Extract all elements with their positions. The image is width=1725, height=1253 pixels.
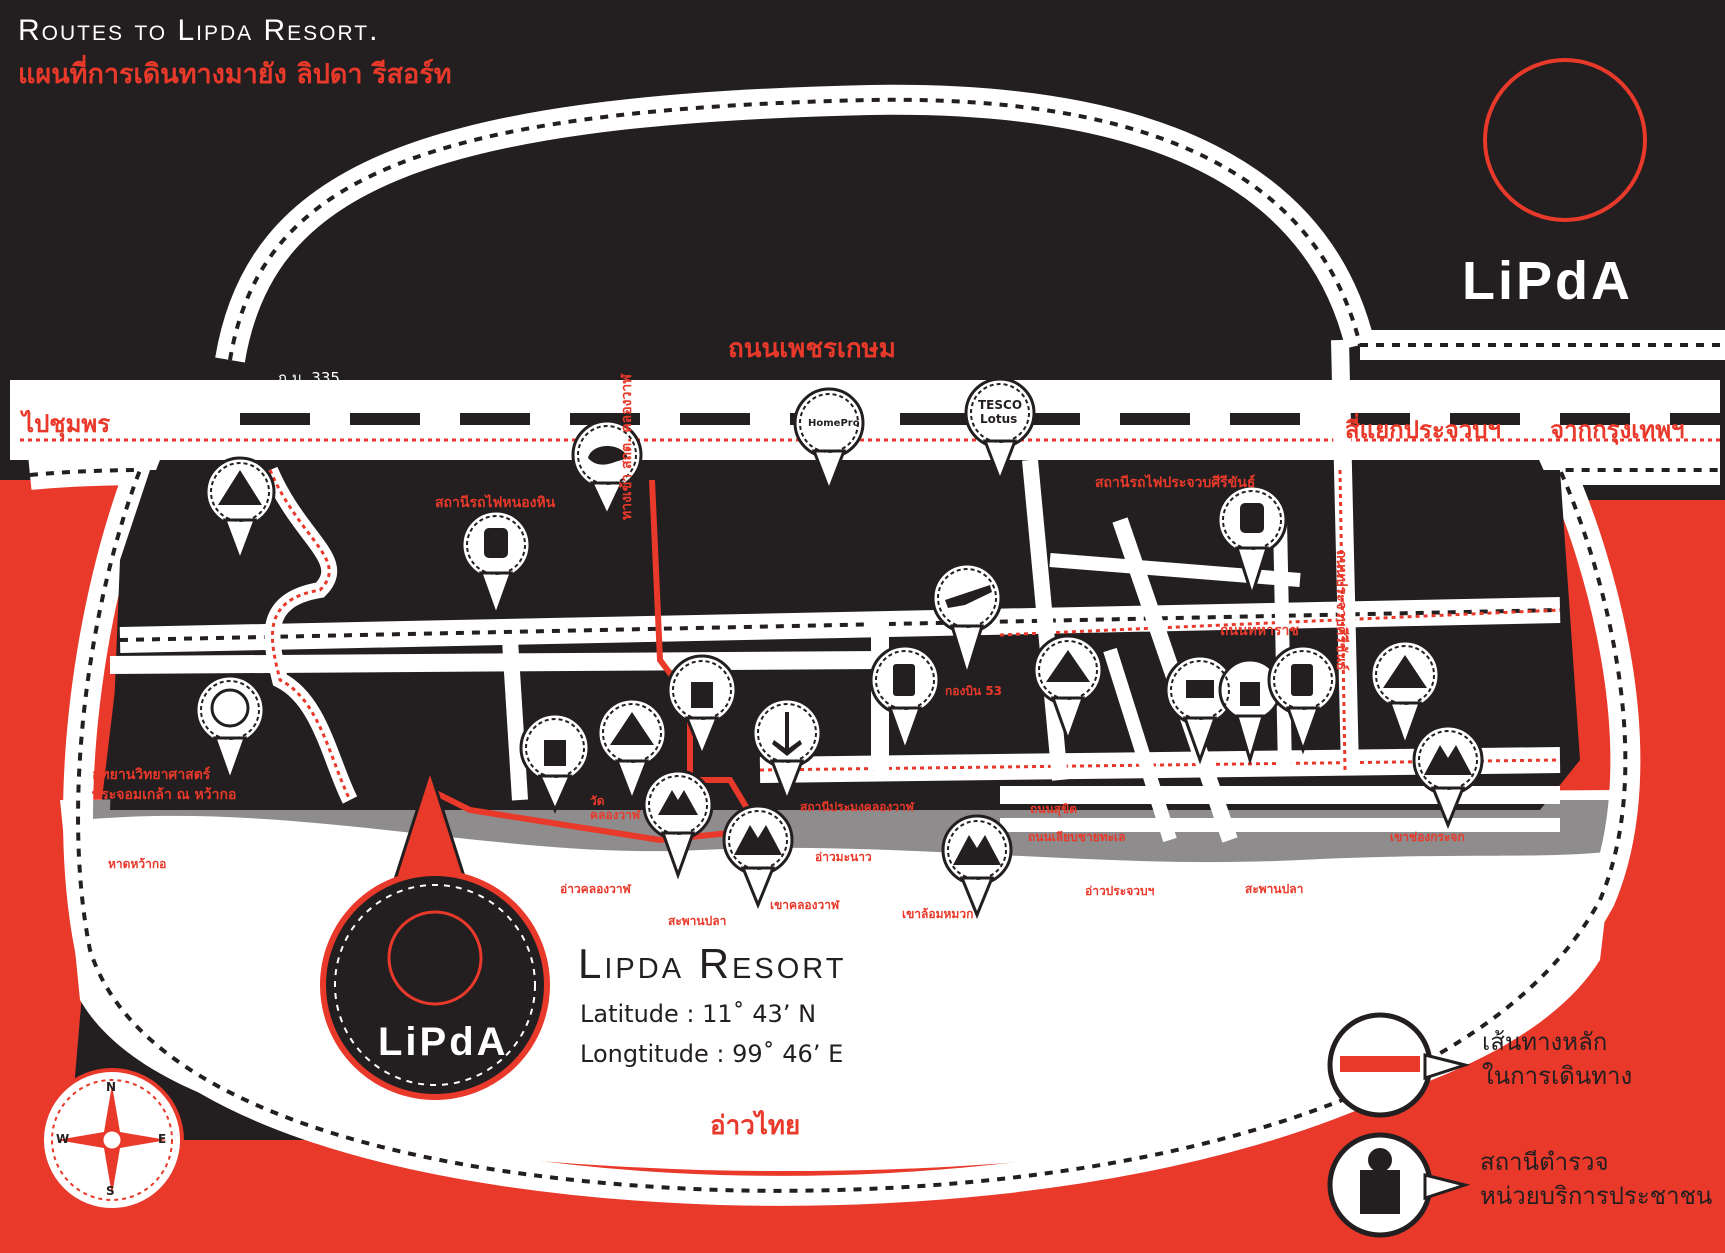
road-km335: ก.ม. 335 — [278, 369, 340, 387]
compass-s: S — [106, 1184, 115, 1198]
compass-w: W — [56, 1132, 70, 1146]
resort-latitude: Latitude : 11˚ 43’ N — [580, 1000, 817, 1028]
place-prachuap-bay: อ่าวประจวบฯ — [1085, 884, 1155, 898]
place-klongwan-bay: อ่าวคลองวาฬ — [560, 882, 631, 896]
police-icon — [1368, 1148, 1392, 1172]
road-suksit: ถนนสุขิต — [1030, 802, 1077, 816]
brand-logo: LiPdA — [1462, 251, 1633, 311]
main-route — [428, 479, 766, 844]
temple-icon — [218, 470, 262, 505]
compass — [40, 1068, 184, 1212]
temple-icon — [1046, 650, 1090, 682]
place-fish-pier: สะพานปลา — [668, 914, 727, 928]
place-fishery-station: สถานีประมงคลองวาฬ — [800, 800, 914, 814]
road-to-chumphon: ไปชุมพร — [22, 410, 111, 438]
place-chongkrachok-hill: เขาช่องกระจก — [1390, 830, 1465, 844]
place-wat-klongwan-2: คลองวาฬ — [590, 808, 641, 822]
place-science-park-2: พระจอมเกล้า ณ หว้ากอ — [92, 787, 237, 803]
police-icon — [1360, 1170, 1400, 1214]
legend-main-route-line1: เส้นทางหลัก — [1482, 1028, 1608, 1056]
road-prachuap-junction: สี่แยกประจวบฯ — [1345, 416, 1501, 444]
police-icon — [1240, 682, 1260, 706]
police-icon — [691, 682, 713, 708]
legend-police — [1327, 1132, 1471, 1238]
resort-logo: LiPdA — [378, 1020, 509, 1064]
resort-longitude: Longtitude : 99˚ 46’ E — [580, 1040, 844, 1068]
mountain-icon — [953, 835, 1001, 865]
homepro-label: HomePro — [808, 418, 860, 429]
gas-pump-icon — [1291, 664, 1313, 696]
page-subtitle: แผนที่การเดินทางมายัง ลิปดา รีสอร์ท — [18, 59, 452, 90]
anchor-icon — [772, 712, 802, 756]
place-manao-bay: อ่าวมะนาว — [815, 850, 872, 864]
train-icon — [484, 528, 508, 558]
legend-police-line2: หน่วยบริการประชาชน — [1480, 1182, 1713, 1210]
logo-circle — [1483, 58, 1647, 222]
money-icon — [1186, 680, 1214, 698]
place-gulf-of-thailand: อ่าวไทย — [710, 1111, 801, 1141]
temple-icon — [1383, 655, 1427, 688]
temple-icon — [610, 712, 654, 745]
resort-name: Lipda Resort — [578, 940, 847, 987]
airplane-icon — [945, 585, 992, 608]
place-wakor-beach: หาดหว้ากอ — [108, 857, 167, 871]
place-fish-pier-2: สะพานปลา — [1245, 882, 1304, 896]
tesco-label: TESCO — [978, 398, 1023, 412]
place-wat-klongwan-1: วัด — [590, 794, 605, 808]
compass-e: E — [158, 1132, 167, 1146]
road-thahan: ถนนทหาราช — [1220, 623, 1299, 639]
train-icon — [1240, 503, 1264, 533]
legend-police-label: สถานีตำรวจ หน่วยบริการประชาชน — [1480, 1145, 1712, 1213]
whale-icon — [588, 446, 628, 465]
legend-police-line1: สถานีตำรวจ — [1480, 1148, 1609, 1176]
place-lommuak-hill: เขาล้อมหมวก — [902, 907, 974, 921]
globe-icon — [210, 688, 250, 728]
road-beach: ถนนเลียบชายทะเล — [1028, 830, 1126, 844]
road-km330: ก.ม. 330 — [632, 397, 694, 415]
legend-main-route-label: เส้นทางหลัก ในการเดินทาง — [1482, 1025, 1632, 1093]
police-icon — [544, 740, 566, 766]
mountain-icon — [1424, 745, 1472, 775]
compass-n: N — [106, 1080, 117, 1094]
road-klongwan-entrance: ทางเข้า สถต. คลองวาฬ — [619, 374, 635, 520]
place-prachuap-station: สถานีรถไฟประจวบศีรีขันธ์ — [1095, 475, 1256, 491]
lipda-resort-marker[interactable] — [320, 765, 550, 1100]
mountain-icon — [658, 790, 698, 815]
place-wing53: กองบิน 53 — [945, 684, 1003, 698]
place-nong-hin-station: สถานีรถไฟหนองหิน — [435, 495, 556, 511]
page-title: Routes to Lipda Resort. — [18, 14, 380, 47]
place-science-park-1: อุทยานวิทยาศาสตร์ — [92, 767, 211, 783]
place-klongwan-hill: เขาคลองวาฬ — [770, 898, 840, 912]
legend-main-route — [1327, 1012, 1471, 1118]
mountain-icon — [734, 825, 782, 855]
gas-pump-icon — [893, 664, 915, 696]
road-phetkasem: ถนนเพชรเกษม — [728, 334, 896, 364]
road-prachuap-siri: ถนนประจวบศีรีขันธ์ — [1333, 550, 1349, 671]
legend-main-route-line2: ในการเดินทาง — [1482, 1062, 1633, 1090]
lotus-label: Lotus — [980, 412, 1018, 426]
road-from-bangkok: จากกรุงเทพฯ — [1550, 416, 1685, 444]
homepro-pin — [793, 387, 865, 495]
